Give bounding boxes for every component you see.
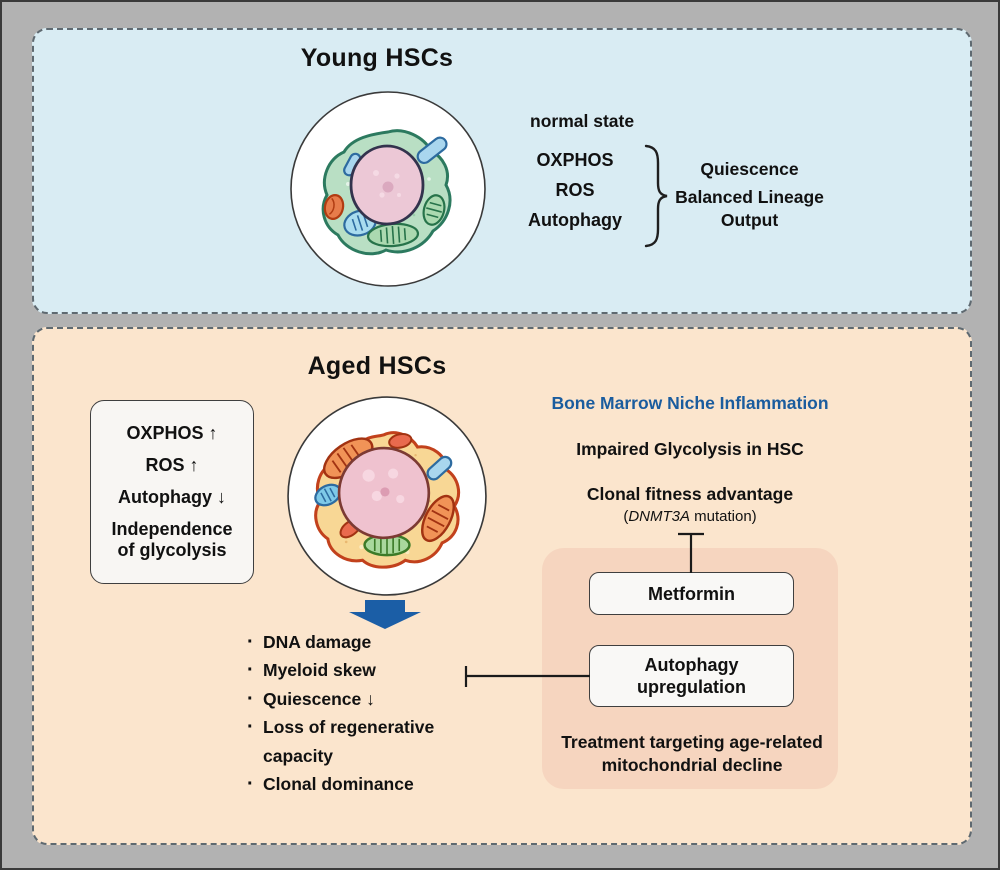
metformin-box: Metformin [589,572,794,615]
young-factors-list: OXPHOS ROS Autophagy [500,145,650,235]
bullet-dot: · [247,773,254,796]
trait-ros-up: ROS ↑ [145,455,199,475]
treatment-caption: Treatment targeting age-related mitochon… [561,732,823,775]
autophagy-upregulation-label: Autophagy upregulation [637,655,746,697]
young-nucleolus [382,181,394,193]
young-outcomes: Quiescence Balanced Lineage Output [652,158,847,232]
aged-hsc-cell-illustration [287,396,487,596]
list-item-loss-regenerative: ·Loss of regenerative capacity [245,713,480,770]
young-orange-organelle [323,194,345,220]
young-blue-rod-organelle [416,136,448,165]
young-panel-title: Young HSCs [300,44,454,72]
aged-traits-box: OXPHOS ↑ ROS ↑ Autophagy ↓ Independence … [90,400,254,584]
impaired-glycolysis-label: Impaired Glycolysis in HSC [576,439,804,459]
outcome-balanced-lineage: Balanced Lineage Output [675,187,824,230]
autophagy-upregulation-box: Autophagy upregulation [589,645,794,707]
factor-oxphos: OXPHOS [536,149,614,170]
young-green-mitochondrion-right [422,194,446,226]
list-item-quiescence-down: ·Quiescence ↓ [245,685,480,713]
factor-autophagy: Autophagy [528,209,622,230]
list-item-clonal-dominance: ·Clonal dominance [245,770,480,798]
trait-oxphos-up: OXPHOS ↑ [126,423,218,443]
paren-open: ( [623,508,629,525]
trait-autophagy-down: Autophagy ↓ [118,487,226,507]
mutation-text: mutation) [689,508,757,525]
aged-orange-mitochondrion-right [421,494,455,543]
curly-brace [644,144,668,248]
niche-inflammation-heading: Bone Marrow Niche Inflammation [551,393,829,413]
young-green-mitochondrion-bottom [366,222,420,248]
young-hsc-cell-illustration [290,91,486,287]
aged-phenotype-list: ·DNA damage ·Myeloid skew ·Quiescence ↓ … [245,628,480,798]
normal-state-label: normal state [530,111,635,131]
gene-name-italic: DNMT3A [628,508,690,525]
aged-panel-title: Aged HSCs [307,352,447,380]
list-item-dna-damage: ·DNA damage [245,628,480,656]
aged-red-body-top [388,433,413,449]
bullet-dot: · [247,687,254,710]
young-hscs-panel [32,28,972,314]
aged-blue-rod-organelle [426,455,453,481]
blue-down-arrow-icon [349,600,421,629]
bullet-dot: · [247,716,254,739]
metformin-label: Metformin [648,583,735,604]
clonal-fitness-label: Clonal fitness advantage [586,484,794,504]
outcome-quiescence: Quiescence [700,159,799,179]
list-item-myeloid-skew: ·Myeloid skew [245,656,480,684]
bullet-dot: · [247,659,254,682]
factor-ros: ROS [555,179,595,200]
aged-blue-mitochondrion [314,483,342,507]
bullet-dot: · [247,631,254,653]
aged-nucleolus [380,487,390,497]
dnmt3a-mutation-label: (DNMT3A mutation) [542,507,838,526]
trait-glycolysis-independence: Independence of glycolysis [111,519,233,560]
